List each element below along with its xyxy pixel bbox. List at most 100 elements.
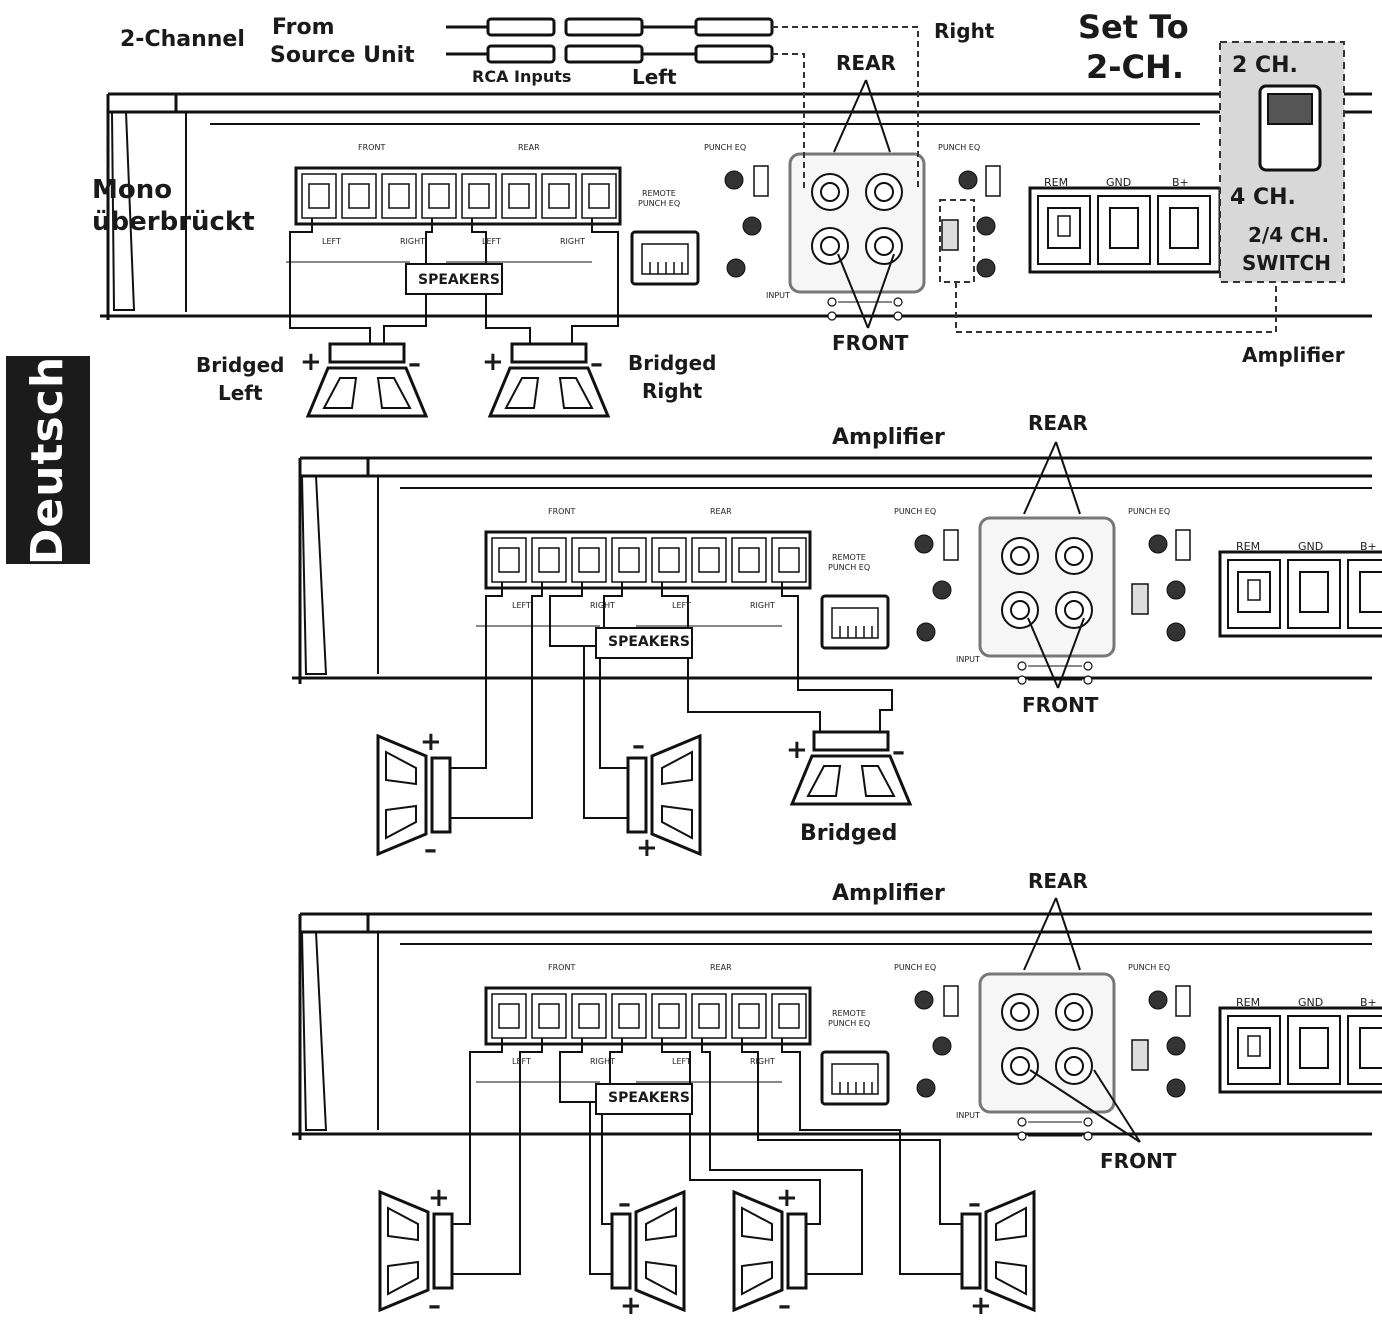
amp3-wires <box>446 1038 966 1275</box>
label-minus: – <box>408 349 421 379</box>
label-minus: – <box>632 731 645 761</box>
panel-input-label: INPUT <box>956 1111 980 1120</box>
label-minus: – <box>428 1291 441 1321</box>
panel-remote-label: REMOTE <box>832 1009 866 1018</box>
label-amplifier-1: Amplifier <box>1242 343 1345 367</box>
label-plus: + <box>776 1183 798 1213</box>
panel-right-label: RIGHT <box>590 1057 615 1066</box>
label-bridged-left-1: Bridged <box>196 353 284 377</box>
label-set-to-2ch: 2-CH. <box>1086 48 1184 86</box>
panel-right-label: RIGHT <box>400 237 425 246</box>
panel-input-label: INPUT <box>956 655 980 664</box>
panel-rear-label: REAR <box>710 507 732 516</box>
label-plus: + <box>420 727 442 757</box>
diagram-2ch-bridged <box>100 17 1372 418</box>
panel-remote-punch-eq-label: PUNCH EQ <box>828 1019 870 1028</box>
label-rear: REAR <box>836 51 896 75</box>
panel-front-label: FRONT <box>548 963 575 972</box>
label-minus: – <box>590 349 603 379</box>
label-source-unit: Source Unit <box>270 43 415 68</box>
label-mono: Mono <box>92 175 172 205</box>
panel-front-label: FRONT <box>548 507 575 516</box>
label-bridged-right-1: Bridged <box>628 351 716 375</box>
panel-left-label: LEFT <box>322 237 341 246</box>
panel-front-label: FRONT <box>358 143 385 152</box>
label-switch-name-2: SWITCH <box>1242 251 1331 275</box>
label-minus: – <box>618 1189 631 1219</box>
panel-punch-eq-label: PUNCH EQ <box>1128 963 1170 972</box>
label-plus: + <box>786 735 808 765</box>
label-left: Left <box>632 65 677 89</box>
panel-speakers-label: SPEAKERS <box>608 1090 690 1106</box>
label-plus: + <box>970 1291 992 1321</box>
label-rear-3: REAR <box>1028 869 1088 893</box>
panel-left-label: LEFT <box>672 1057 691 1066</box>
panel-rem-label: REM <box>1236 540 1260 553</box>
panel-punch-eq-label: PUNCH EQ <box>894 963 936 972</box>
panel-punch-eq-label: PUNCH EQ <box>704 143 746 152</box>
label-amplifier-2: Amplifier <box>832 425 945 450</box>
label-plus: + <box>428 1183 450 1213</box>
panel-right-label: RIGHT <box>750 1057 775 1066</box>
label-minus: – <box>892 737 905 767</box>
language-tab: Deutsch <box>6 355 90 565</box>
panel-punch-eq-label: PUNCH EQ <box>894 507 936 516</box>
panel-left-label: LEFT <box>672 601 691 610</box>
panel-remote-punch-eq-label: PUNCH EQ <box>638 199 680 208</box>
label-minus: – <box>424 835 437 865</box>
label-plus: + <box>300 347 322 377</box>
panel-gnd-label: GND <box>1106 176 1131 189</box>
label-switch-name-1: 2/4 CH. <box>1248 223 1329 247</box>
label-front-2: FRONT <box>1022 693 1099 717</box>
panel-left-label: LEFT <box>482 237 501 246</box>
panel-rear-label: REAR <box>710 963 732 972</box>
panel-bplus-label: B+ <box>1360 996 1377 1009</box>
panel-rem-label: REM <box>1044 176 1068 189</box>
diagram-4ch <box>292 897 1382 1312</box>
label-bridged-left-2: Left <box>218 381 263 405</box>
label-ueberbrueckt: überbrückt <box>92 207 255 237</box>
panel-remote-label: REMOTE <box>832 553 866 562</box>
label-plus: + <box>620 1291 642 1321</box>
label-front: FRONT <box>832 331 909 355</box>
label-right: Right <box>934 19 995 43</box>
label-plus: + <box>482 347 504 377</box>
label-plus: + <box>636 833 658 863</box>
panel-right-label: RIGHT <box>590 601 615 610</box>
panel-input-label: INPUT <box>766 291 790 300</box>
panel-speakers-label: SPEAKERS <box>418 272 500 288</box>
panel-gnd-label: GND <box>1298 996 1323 1009</box>
label-switch-2ch: 2 CH. <box>1232 53 1298 78</box>
label-bridged-right-2: Right <box>642 379 703 403</box>
label-amplifier-3: Amplifier <box>832 881 945 906</box>
panel-remote-punch-eq-label: PUNCH EQ <box>828 563 870 572</box>
amp2-power-terminals <box>1218 550 1382 638</box>
label-set-to: Set To <box>1078 8 1189 46</box>
panel-right-label: RIGHT <box>750 601 775 610</box>
panel-bplus-label: B+ <box>1172 176 1189 189</box>
panel-rem-label: REM <box>1236 996 1260 1009</box>
label-minus: – <box>968 1189 981 1219</box>
label-switch-4ch: 4 CH. <box>1230 185 1296 210</box>
panel-left-label: LEFT <box>512 1057 531 1066</box>
panel-gnd-label: GND <box>1298 540 1323 553</box>
diagram-3ch <box>292 441 1382 856</box>
panel-left-label: LEFT <box>512 601 531 610</box>
label-front-3: FRONT <box>1100 1149 1177 1173</box>
panel-punch-eq-label: PUNCH EQ <box>1128 507 1170 516</box>
label-rear-2: REAR <box>1028 411 1088 435</box>
rca-cables <box>446 17 774 64</box>
panel-speakers-label: SPEAKERS <box>608 634 690 650</box>
panel-rear-label: REAR <box>518 143 540 152</box>
panel-right-label: RIGHT <box>560 237 585 246</box>
amp1-power-terminals <box>1028 186 1222 274</box>
label-from: From <box>272 15 335 40</box>
label-minus: – <box>778 1291 791 1321</box>
panel-punch-eq-label: PUNCH EQ <box>938 143 980 152</box>
label-rca-inputs: RCA Inputs <box>472 67 571 86</box>
label-2-channel: 2-Channel <box>120 27 245 52</box>
panel-remote-label: REMOTE <box>642 189 676 198</box>
amp3-power-terminals <box>1218 1006 1382 1094</box>
panel-bplus-label: B+ <box>1360 540 1377 553</box>
